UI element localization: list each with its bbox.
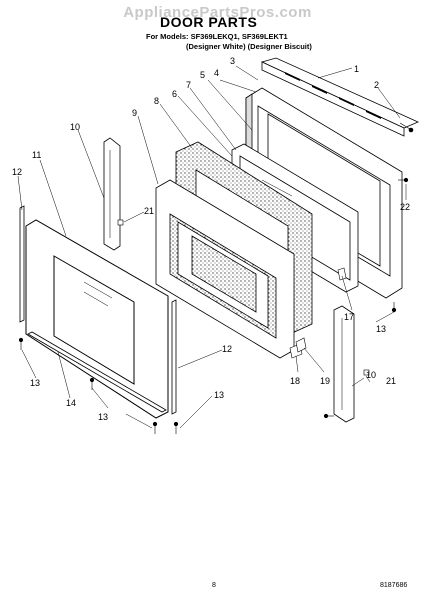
callout-1: 1 — [354, 64, 359, 74]
callout-2: 2 — [374, 80, 379, 90]
callout-22: 22 — [400, 202, 410, 212]
callout-7: 7 — [186, 80, 191, 90]
leader-lines — [17, 65, 407, 429]
callout-4: 4 — [214, 68, 219, 78]
model-info: For Models: SF369LEKQ1, SF369LEKT1 (Desi… — [146, 32, 312, 52]
callout-8: 8 — [154, 96, 159, 106]
colors-line: (Designer White) (Designer Biscuit) — [186, 42, 312, 51]
callout-13d: 13 — [376, 324, 386, 334]
callout-13a: 13 — [30, 378, 40, 388]
watermark: AppliancePartsPros.com — [123, 4, 312, 21]
vent-trim-part — [260, 57, 419, 137]
callout-9: 9 — [132, 108, 137, 118]
callout-6b: 6 — [172, 89, 177, 99]
side-trim-right — [171, 299, 177, 415]
callout-21a: 21 — [144, 206, 154, 216]
callout-13b: 13 — [98, 412, 108, 422]
callout-14: 14 — [66, 398, 76, 408]
inner-door-panel — [155, 179, 295, 359]
bottom-trim — [27, 331, 167, 413]
callout-21b: 21 — [386, 376, 396, 386]
hinge-channel-left — [103, 137, 121, 251]
hinge-channel-right — [333, 305, 355, 423]
small-fasteners — [18, 177, 409, 434]
callout-11: 11 — [32, 150, 41, 160]
vent-slots — [285, 72, 381, 119]
callout-10b: 10 — [366, 370, 376, 380]
callout-labels: 1 2 3 4 5 6 6 7 8 9 10 10 11 12 12 13 13… — [12, 56, 410, 422]
callout-12b: 12 — [222, 344, 232, 354]
callout-10a: 10 — [70, 122, 80, 132]
page-number: 8 — [212, 582, 216, 589]
callout-13c: 13 — [214, 390, 224, 400]
models-line: For Models: SF369LEKQ1, SF369LEKT1 — [146, 32, 288, 41]
page-title: DOOR PARTS — [160, 14, 258, 30]
document-code: 8187686 — [380, 582, 408, 589]
side-trim-left — [19, 205, 25, 323]
callout-5: 5 — [200, 70, 205, 80]
callout-17: 17 — [344, 312, 354, 322]
callout-3: 3 — [230, 56, 235, 66]
screw-part-2 — [399, 122, 414, 133]
callout-19: 19 — [320, 376, 330, 386]
outer-door-glass — [25, 219, 169, 419]
callout-18: 18 — [290, 376, 300, 386]
callout-12a: 12 — [12, 167, 22, 177]
